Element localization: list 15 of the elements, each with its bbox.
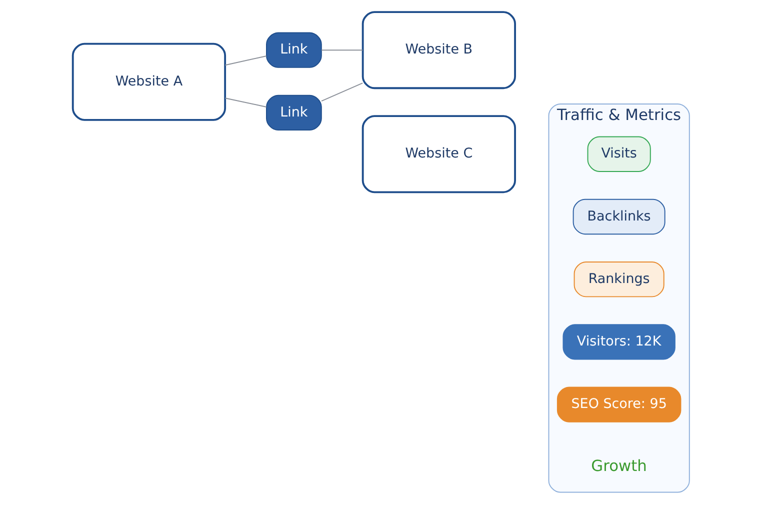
node-box: Link bbox=[266, 94, 322, 131]
label: Growth bbox=[590, 456, 646, 475]
node-box: Website A bbox=[71, 42, 226, 121]
connector bbox=[224, 56, 266, 66]
connector bbox=[224, 98, 266, 108]
node-box: Backlinks bbox=[572, 198, 665, 235]
connector bbox=[320, 82, 363, 102]
connector bbox=[320, 50, 363, 51]
node-box: Website C bbox=[361, 115, 516, 194]
node-box: Visitors: 12K bbox=[562, 324, 675, 360]
node-box: SEO Score: 95 bbox=[556, 386, 681, 422]
node-box: Link bbox=[266, 32, 322, 68]
node-box: Rankings bbox=[573, 262, 664, 298]
node-box: Website B bbox=[361, 11, 516, 90]
node-box: Visits bbox=[586, 136, 650, 172]
